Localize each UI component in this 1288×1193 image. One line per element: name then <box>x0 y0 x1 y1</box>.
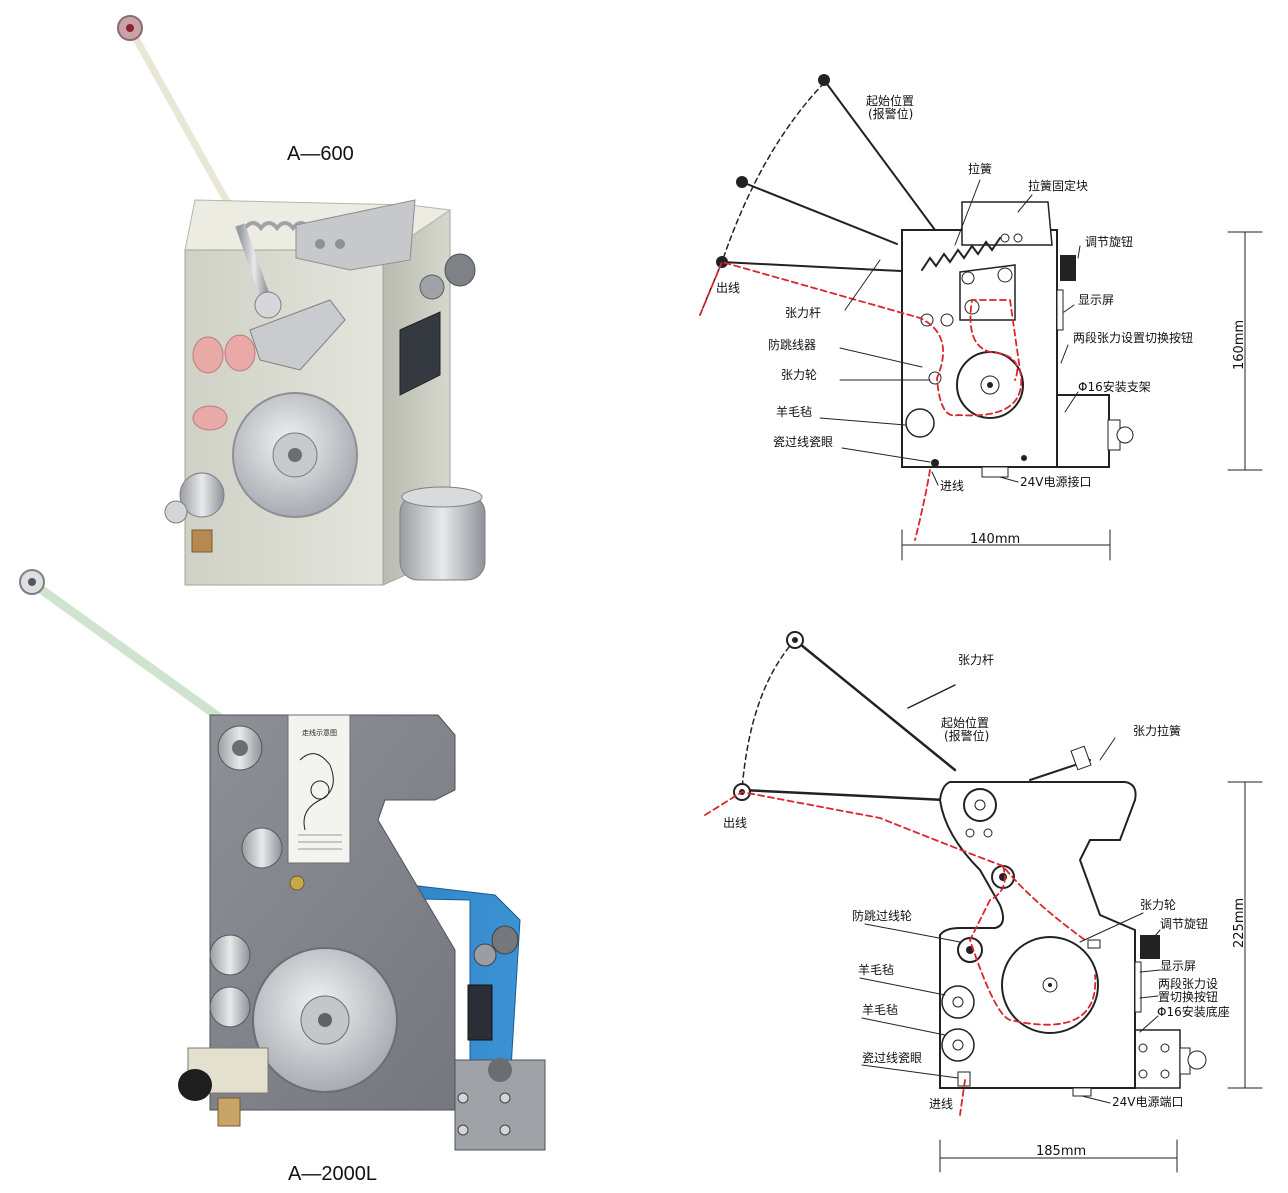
bottom-adjust-knob <box>1140 935 1160 959</box>
bottom-label-wire-in: 进线 <box>929 1097 953 1111</box>
top-label-ceramic-eye: 瓷过线瓷眼 <box>773 435 833 449</box>
bottom-label-power-port: 24V电源端口 <box>1112 1095 1183 1109</box>
top-label-spring: 拉簧 <box>968 161 992 176</box>
top-label-display: 显示屏 <box>1078 293 1114 307</box>
bottom-mount-base <box>1134 1029 1181 1089</box>
bottom-label-adjust-knob: 调节旋钮 <box>1160 916 1208 931</box>
a600-mount-bracket <box>399 494 486 581</box>
bottom-label-tension-wheel: 张力轮 <box>1140 898 1176 912</box>
bottom-label-alarm-position: (报警位) <box>944 728 989 743</box>
top-width-dimension: 140mm <box>970 532 1020 547</box>
top-spring-block <box>961 201 1053 246</box>
top-arm-mid <box>741 181 898 245</box>
bottom-label-display: 显示屏 <box>1160 959 1196 973</box>
bottom-wire-path <box>704 791 1097 1116</box>
model-label-a2000l: A—2000L <box>288 1163 377 1185</box>
a2000l-display <box>467 984 493 1041</box>
top-label-wire-out: 出线 <box>716 281 740 295</box>
diagram-top <box>699 74 1263 561</box>
top-label-start-position: 起始位置 <box>866 93 914 108</box>
diagram-bottom <box>704 631 1263 1173</box>
bottom-label-anti-jump-wheel: 防跳过线轮 <box>852 908 912 923</box>
bottom-arm-start <box>793 638 957 772</box>
top-arm-start <box>823 79 936 231</box>
top-label-alarm-position: (报警位) <box>868 106 913 121</box>
bottom-label-felt-2: 羊毛毡 <box>862 1002 898 1017</box>
product-a600-photo <box>117 15 486 586</box>
bottom-label-mount-base: Φ16安装底座 <box>1157 1004 1230 1019</box>
bottom-label-wire-out: 出线 <box>723 816 747 830</box>
bottom-height-dimension: 225mm <box>1232 898 1247 948</box>
bottom-label-two-stage-line1: 两段张力设 <box>1158 976 1218 991</box>
a2000l-adjust-knob <box>491 925 519 955</box>
top-arm-working <box>721 261 921 273</box>
top-mount-bracket <box>1056 394 1110 468</box>
a600-adjust-knob <box>444 253 476 287</box>
top-label-two-stage-switch: 两段张力设置切换按钮 <box>1073 330 1193 345</box>
bottom-label-felt-1: 羊毛毡 <box>858 962 894 977</box>
top-wire-path <box>699 260 1023 541</box>
top-label-spring-block: 拉簧固定块 <box>1028 178 1088 193</box>
model-label-a600: A—600 <box>287 143 354 165</box>
top-height-dimension: 160mm <box>1232 320 1247 370</box>
product-a2000l-photo: 走线示意图 <box>19 569 546 1151</box>
top-label-mount-bracket: Φ16安装支架 <box>1078 379 1151 394</box>
top-label-adjust-knob: 调节旋钮 <box>1085 234 1133 249</box>
bottom-label-ceramic-eye: 瓷过线瓷眼 <box>862 1051 922 1065</box>
bottom-width-dimension: 185mm <box>1036 1144 1086 1159</box>
bottom-label-start-position: 起始位置 <box>941 715 989 730</box>
top-label-felt: 羊毛毡 <box>776 404 812 419</box>
a600-bracket <box>249 299 346 371</box>
bottom-felt-1 <box>941 985 975 1019</box>
bottom-label-tension-arm: 张力杆 <box>958 653 994 667</box>
top-felt <box>905 408 935 438</box>
a600-felt-pads <box>192 334 256 431</box>
bottom-arm-swing-arc <box>741 639 796 791</box>
a600-spring-block <box>295 199 416 271</box>
a600-display <box>399 311 441 396</box>
bottom-label-tension-spring: 张力拉簧 <box>1133 723 1181 738</box>
top-adjust-knob <box>1060 255 1076 281</box>
top-label-tension-wheel: 张力轮 <box>781 368 817 382</box>
a2000l-tension-arm <box>25 576 233 729</box>
top-label-wire-in: 进线 <box>940 479 964 493</box>
a600-tension-arm <box>126 26 244 227</box>
top-label-anti-jump: 防跳线器 <box>768 337 816 352</box>
a2000l-instruction-label <box>287 714 351 864</box>
a2000l-label-title: 走线示意图 <box>302 728 337 737</box>
bottom-label-two-stage-line2: 置切换按钮 <box>1158 989 1218 1004</box>
top-label-tension-arm: 张力杆 <box>785 306 821 320</box>
top-spring <box>921 237 1001 271</box>
top-label-power-port: 24V电源接口 <box>1020 474 1091 489</box>
bottom-arm-working <box>740 788 947 802</box>
bottom-felt-2 <box>941 1028 975 1062</box>
